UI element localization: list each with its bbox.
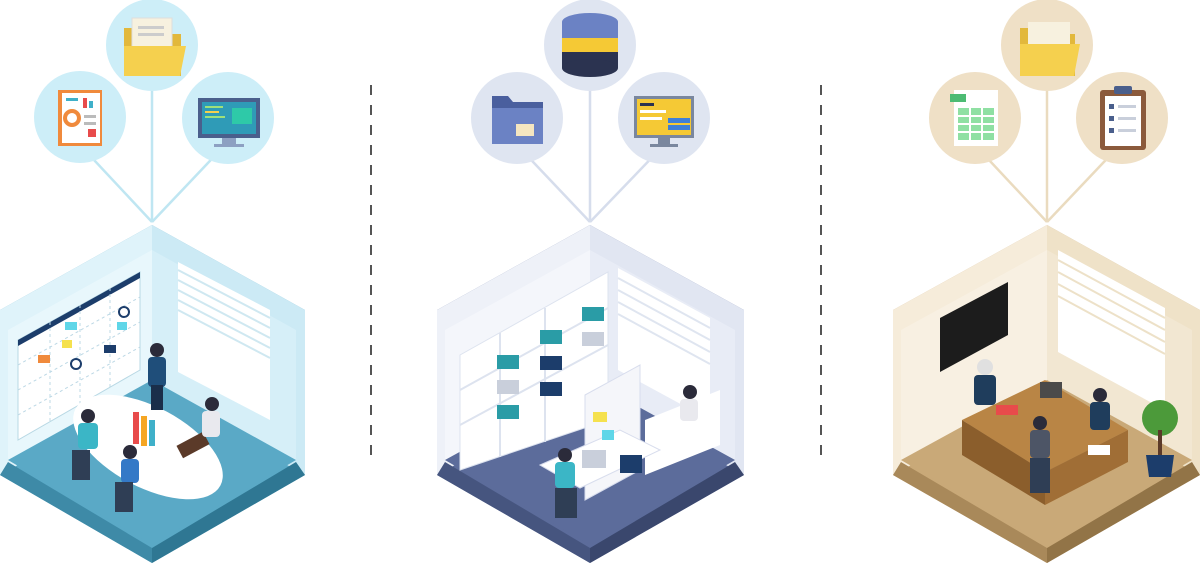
scene-office bbox=[893, 0, 1200, 563]
clipboard-icon bbox=[1076, 72, 1168, 164]
code-monitor-icon bbox=[182, 72, 274, 164]
folder-icon bbox=[471, 72, 563, 164]
scene-meeting-room bbox=[0, 0, 305, 563]
report-icon bbox=[34, 71, 126, 163]
database-icon bbox=[544, 0, 636, 91]
code-monitor-icon bbox=[618, 72, 710, 164]
folder-icon bbox=[106, 0, 198, 91]
spreadsheet-icon bbox=[929, 72, 1021, 164]
folder-icon bbox=[1001, 0, 1093, 91]
scene-workspace bbox=[437, 0, 744, 563]
